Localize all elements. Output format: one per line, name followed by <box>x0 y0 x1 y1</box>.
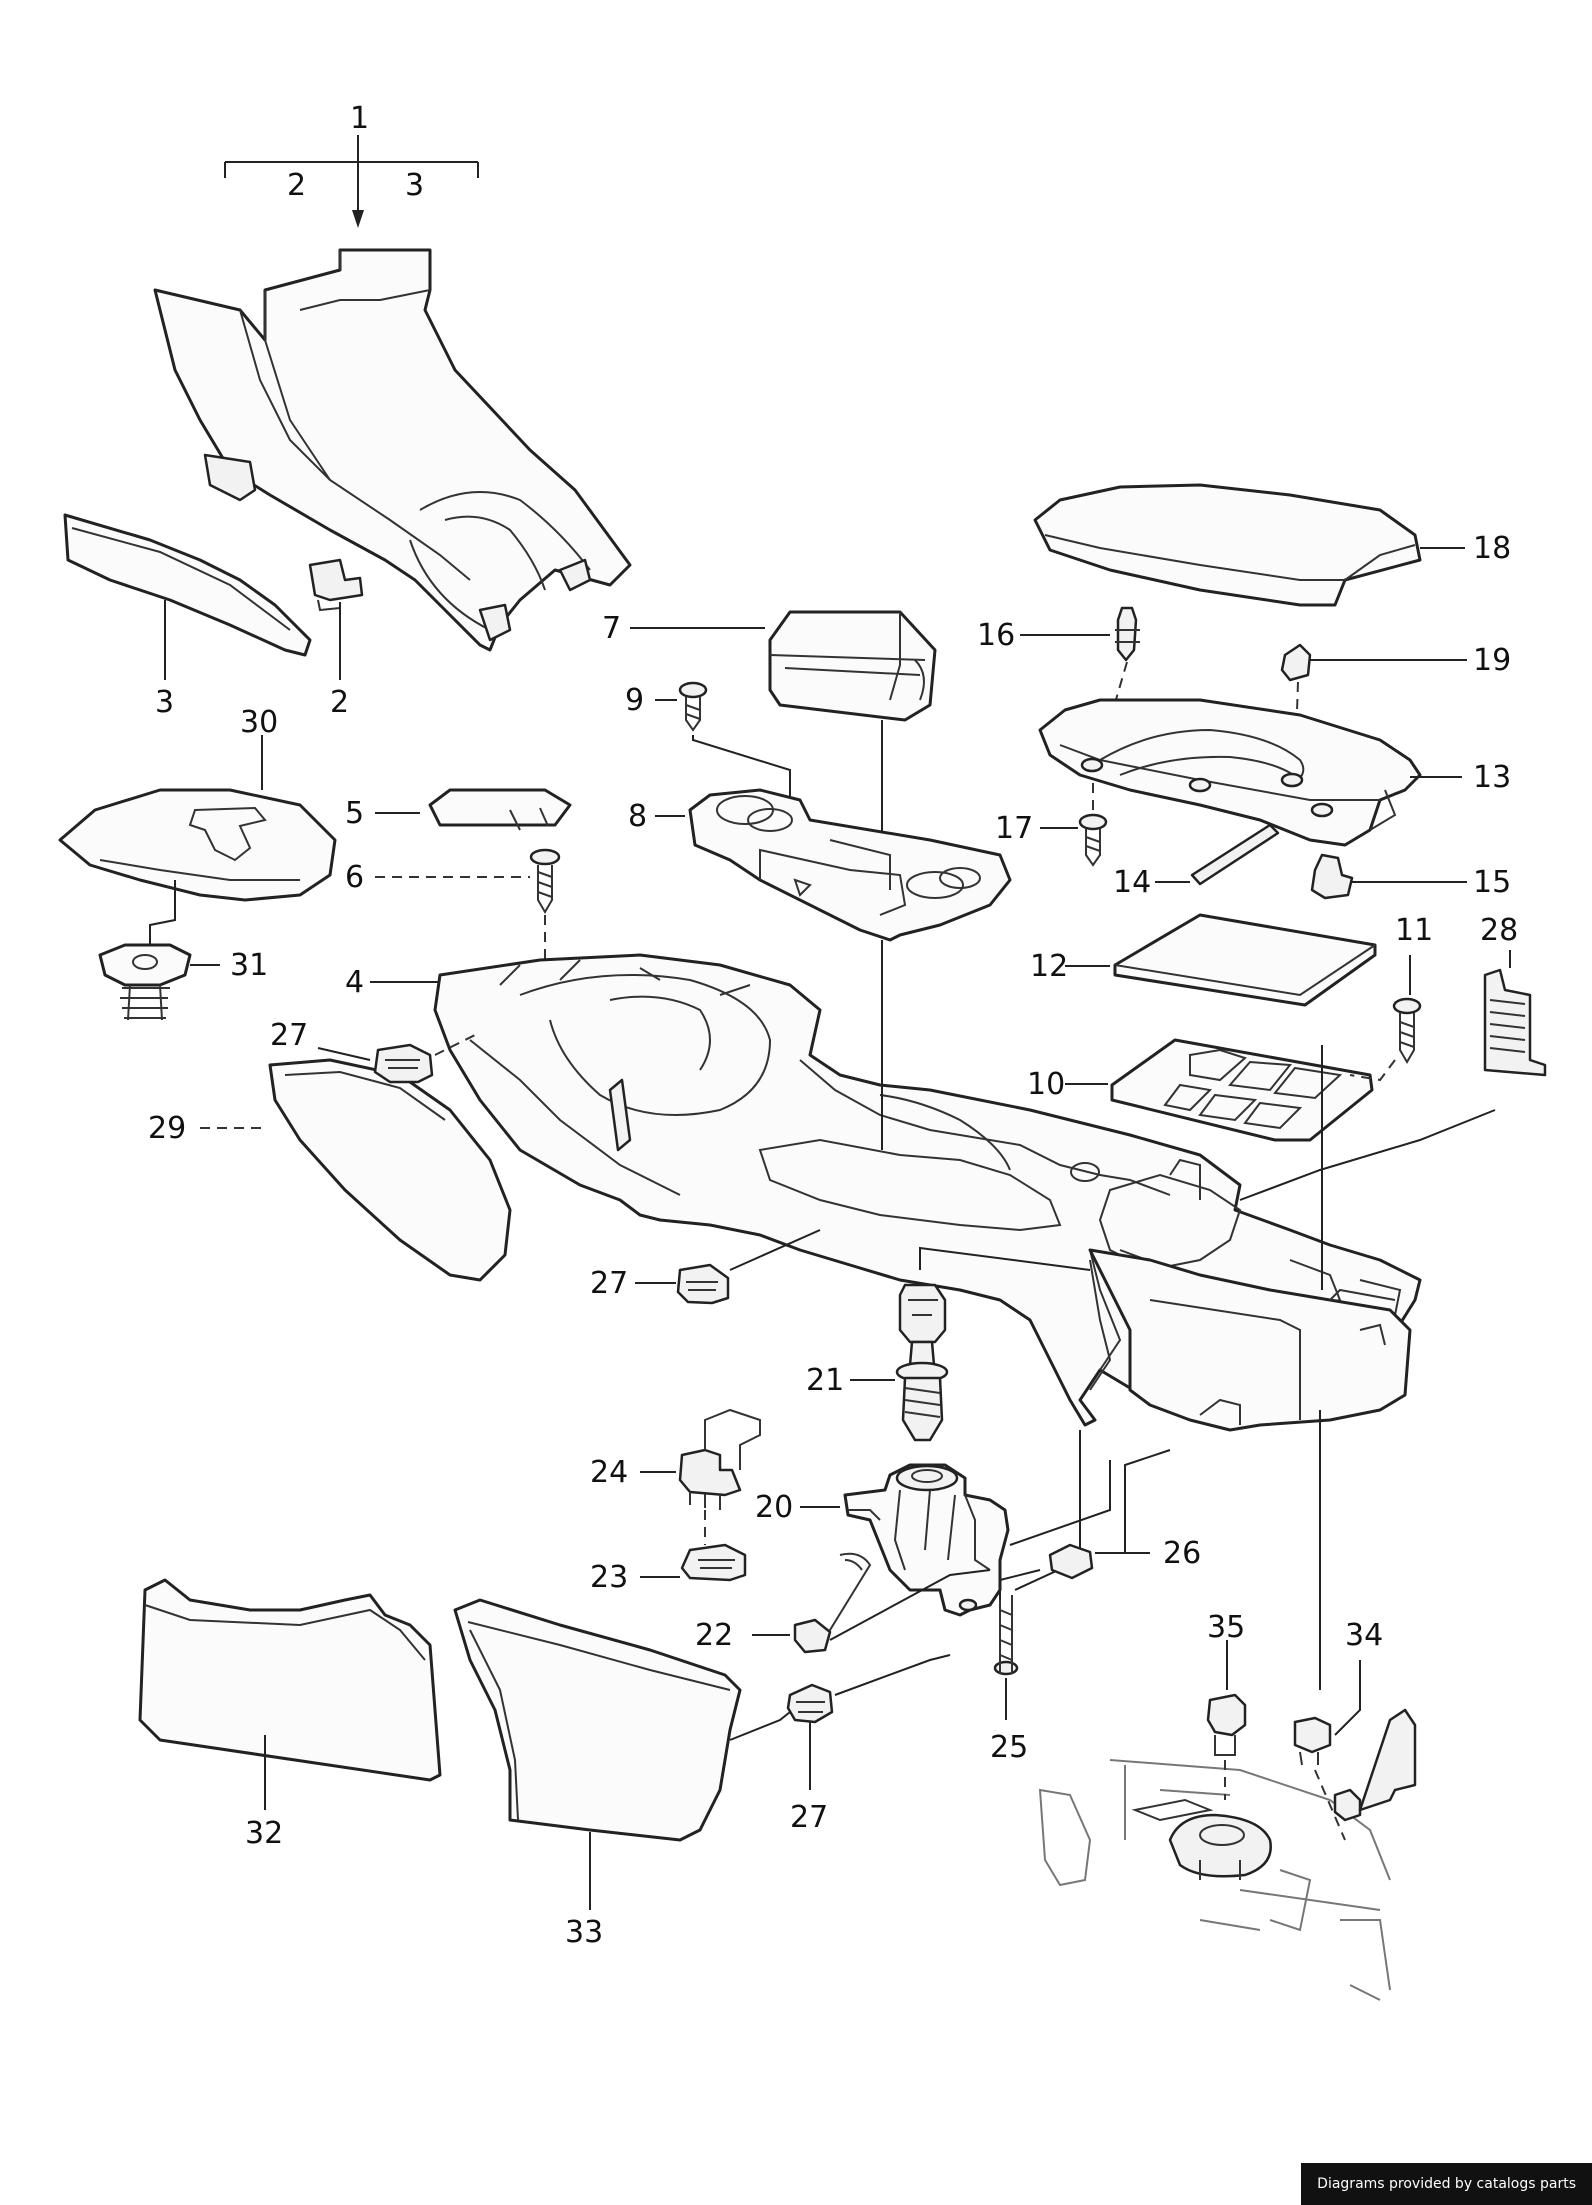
label-26: 26 <box>1163 1536 1201 1571</box>
label-25: 25 <box>990 1730 1028 1765</box>
part-30-shift-cover <box>58 735 337 945</box>
part-21-lock-cylinder <box>850 1246 1091 1442</box>
part-7-storage-box <box>630 610 937 870</box>
console-lower-housing <box>1088 1248 1412 1690</box>
label-23: 23 <box>590 1560 628 1595</box>
part-22-cable <box>752 1552 991 1654</box>
part-33-lower-panel <box>453 1598 791 1910</box>
part-6-screw <box>375 848 561 980</box>
part-8-cup-holder <box>655 788 1012 1150</box>
label-29: 29 <box>148 1111 186 1146</box>
label-15: 15 <box>1473 865 1511 900</box>
label-14: 14 <box>1113 865 1151 900</box>
part-35-fastener <box>1206 1640 1247 1800</box>
label-7: 7 <box>602 611 621 646</box>
label-31: 31 <box>230 948 268 983</box>
label-27-c: 27 <box>790 1800 828 1835</box>
label-18: 18 <box>1473 531 1511 566</box>
label-30: 30 <box>240 705 278 740</box>
label-33: 33 <box>565 1915 603 1950</box>
index-cross <box>224 135 479 228</box>
part-32-lower-panel <box>138 1578 442 1810</box>
label-4: 4 <box>345 965 364 1000</box>
label-35: 35 <box>1207 1610 1245 1645</box>
part-24-switch <box>640 1408 761 1510</box>
label-2: 2 <box>287 168 306 203</box>
part-3-side-panel <box>63 513 312 680</box>
label-22: 22 <box>695 1618 733 1653</box>
part-26-clip <box>999 1449 1171 1600</box>
part-18-armrest-lid <box>1033 483 1465 607</box>
label-21: 21 <box>806 1363 844 1398</box>
part-12-mat <box>1065 913 1377 1007</box>
credit-badge: Diagrams provided by catalogs parts <box>1301 2163 1592 2205</box>
label-9: 9 <box>625 683 644 718</box>
part-28-sleeve <box>1239 950 1547 1201</box>
label-16: 16 <box>977 618 1015 653</box>
part-31-shift-boot <box>98 943 220 1021</box>
label-17: 17 <box>995 811 1033 846</box>
label-6: 6 <box>345 860 364 895</box>
part-29-left-cover <box>200 1058 512 1282</box>
label-19: 19 <box>1473 643 1511 678</box>
part-2-clip <box>308 558 364 680</box>
label-8: 8 <box>628 799 647 834</box>
part-20-lock-housing <box>800 1463 1010 1617</box>
label-24: 24 <box>590 1455 628 1490</box>
label-3: 3 <box>405 168 424 203</box>
part-14-rod <box>1155 823 1280 886</box>
part-13-armrest-base <box>1038 698 1462 847</box>
label-5: 5 <box>345 796 364 831</box>
part-10-tray-insert <box>1065 1038 1374 1290</box>
background-latch-assembly <box>1038 1708 1417 2001</box>
part-15-latch <box>1310 853 1467 900</box>
part-27-clip-b <box>635 1229 821 1305</box>
label-27-b: 27 <box>590 1266 628 1301</box>
label-27-a: 27 <box>270 1018 308 1053</box>
part-25-screw <box>993 1430 1111 1720</box>
label-20: 20 <box>755 1490 793 1525</box>
part-23-bracket <box>640 1510 747 1582</box>
part-1-rear-console <box>153 248 632 652</box>
part-27-clip-a <box>317 1034 476 1084</box>
label-32: 32 <box>245 1816 283 1851</box>
label-3-lower: 3 <box>155 685 174 720</box>
label-13: 13 <box>1473 760 1511 795</box>
part-27-clip-c <box>786 1654 951 1790</box>
part-34-fastener <box>1293 1660 1361 1841</box>
label-1: 1 <box>350 101 369 136</box>
label-11: 11 <box>1395 913 1433 948</box>
label-34: 34 <box>1345 1618 1383 1653</box>
part-11-screw <box>1349 955 1422 1082</box>
label-28: 28 <box>1480 913 1518 948</box>
label-2-lower: 2 <box>330 685 349 720</box>
label-12: 12 <box>1030 949 1068 984</box>
label-10: 10 <box>1027 1067 1065 1102</box>
part-17-screw <box>1040 782 1108 867</box>
part-5-cover <box>375 788 572 831</box>
part-16-stud <box>1020 606 1140 721</box>
